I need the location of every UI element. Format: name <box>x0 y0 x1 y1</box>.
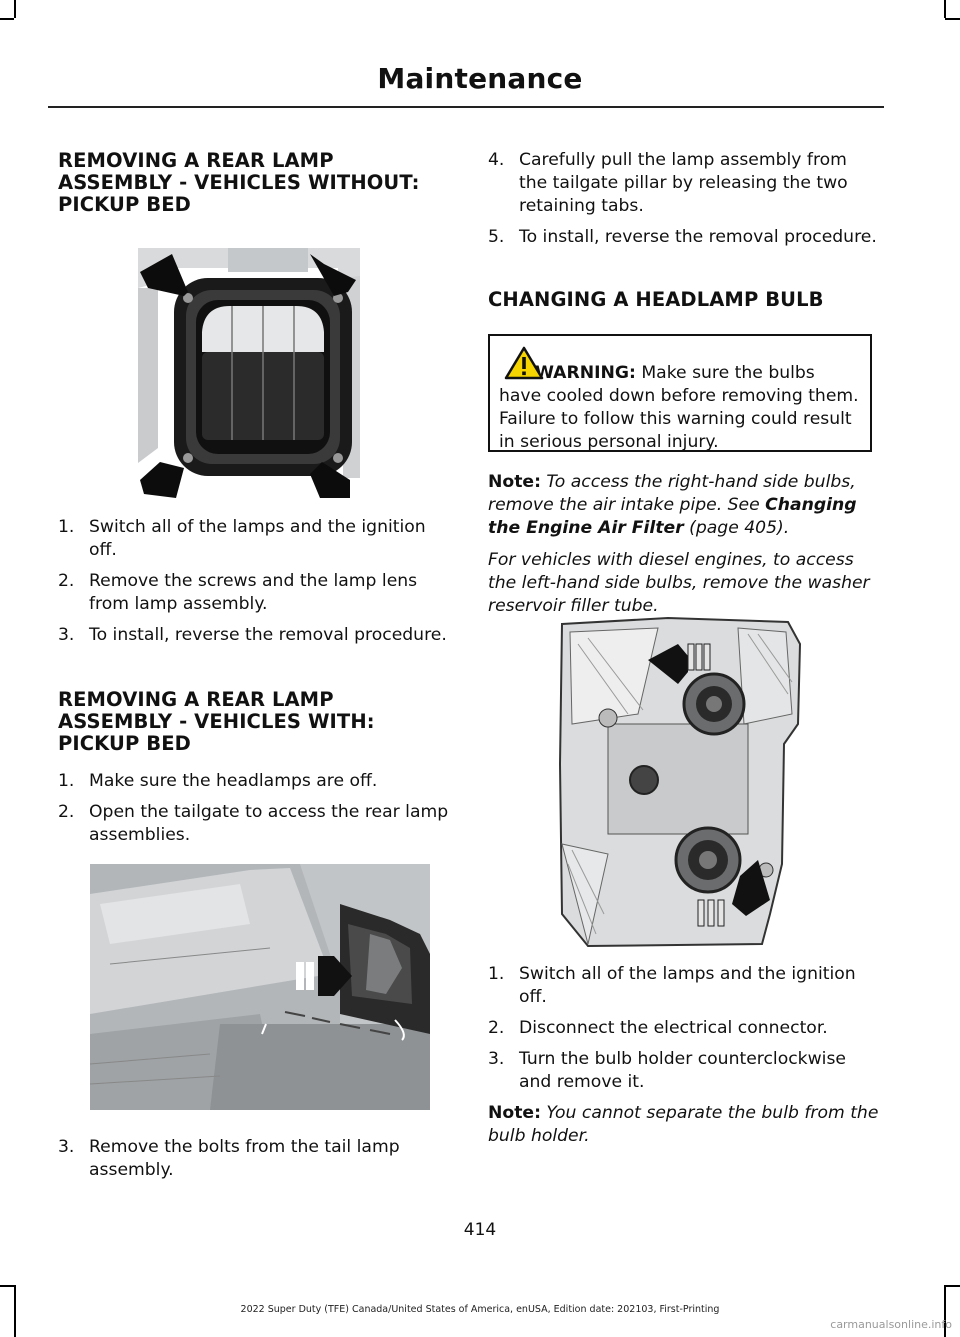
steps-section2-cont: 3. Remove the bolts from the tail lamp a… <box>58 1136 450 1182</box>
watermark: carmanualsonline.info <box>830 1318 952 1331</box>
note-text: You cannot separate the bulb from the bu… <box>488 1103 879 1146</box>
rear-lamp-lens-illustration <box>138 248 360 498</box>
header-divider <box>48 106 884 108</box>
step-item: 3. Remove the bolts from the tail lamp a… <box>58 1137 400 1180</box>
step-item: 1. Switch all of the lamps and the ignit… <box>488 964 856 1007</box>
crop-mark <box>14 1285 16 1337</box>
edition-info: 2022 Super Duty (TFE) Canada/United Stat… <box>240 1304 720 1315</box>
warning-icon <box>504 346 544 387</box>
page-title: Maintenance <box>377 62 583 95</box>
crop-mark <box>944 0 946 18</box>
headlamp-bulb-illustration <box>548 614 804 950</box>
section-heading: REMOVING A REAR LAMP ASSEMBLY - VEHICLES… <box>58 149 420 216</box>
page-reference: (page 405). <box>683 518 790 538</box>
crop-mark <box>0 18 14 20</box>
crop-mark <box>0 1285 14 1287</box>
step-item: 3. Turn the bulb holder counterclockwise… <box>488 1049 846 1092</box>
crop-mark <box>14 0 16 18</box>
page-number: 414 <box>463 1220 497 1240</box>
note-label: Note: <box>488 1103 541 1123</box>
section-changing-headlamp-bulb: CHANGING A HEADLAMP BULB <box>488 289 880 311</box>
cross-reference-link[interactable]: Changing the Engine Air Filter <box>488 495 857 538</box>
step-item: 5. To install, reverse the removal proce… <box>488 227 877 247</box>
section-rear-lamp-without-bed: REMOVING A REAR LAMP ASSEMBLY - VEHICLES… <box>58 150 450 216</box>
step-item: 2. Disconnect the electrical connector. <box>488 1018 828 1038</box>
steps-section1: 1. Switch all of the lamps and the ignit… <box>58 516 450 647</box>
warning-box: WARNING: Make sure the bulbs have cooled… <box>488 334 872 452</box>
step-item: 2. Open the tailgate to access the rear … <box>58 802 449 845</box>
step-item: 3. To install, reverse the removal proce… <box>58 625 447 645</box>
note-label: Note: <box>488 472 541 492</box>
diesel-note: For vehicles with diesel engines, to acc… <box>488 550 870 616</box>
steps-section2-continued: 4. Carefully pull the lamp assembly from… <box>488 149 880 249</box>
crop-mark <box>944 1285 946 1337</box>
section-heading: REMOVING A REAR LAMP ASSEMBLY - VEHICLES… <box>58 688 375 755</box>
note-air-intake: Note: To access the right-hand side bulb… <box>488 471 880 618</box>
steps-section2: 1. Make sure the headlamps are off. 2. O… <box>58 770 450 847</box>
steps-section3: 1. Switch all of the lamps and the ignit… <box>488 963 880 1148</box>
warning-label: WARNING: <box>535 363 636 383</box>
section-rear-lamp-with-bed: REMOVING A REAR LAMP ASSEMBLY - VEHICLES… <box>58 689 450 755</box>
section-heading: CHANGING A HEADLAMP BULB <box>488 288 824 311</box>
note-text: To access the right-hand side bulbs, rem… <box>488 472 856 515</box>
crop-mark <box>945 1285 960 1287</box>
tail-lamp-tailgate-illustration <box>90 864 430 1110</box>
step-item: 4. Carefully pull the lamp assembly from… <box>488 150 848 216</box>
step-item: 1. Switch all of the lamps and the ignit… <box>58 517 426 560</box>
step-item: 1. Make sure the headlamps are off. <box>58 771 378 791</box>
step-item: 2. Remove the screws and the lamp lens f… <box>58 571 418 614</box>
warning-text: Make sure the bulbs have cooled down bef… <box>499 363 859 452</box>
crop-mark <box>945 18 960 20</box>
